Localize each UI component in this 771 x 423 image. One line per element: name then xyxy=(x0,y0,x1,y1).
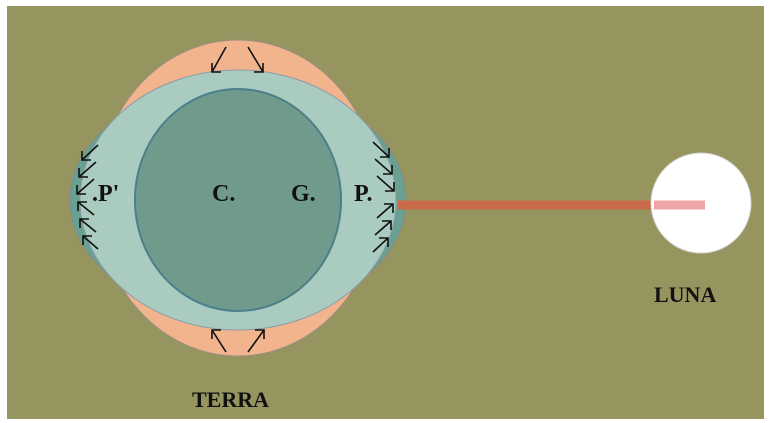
arrow-icon xyxy=(78,161,97,178)
label-earth: TERRA xyxy=(192,387,269,412)
arrow-icon xyxy=(376,203,394,219)
arrow-icon xyxy=(76,178,95,195)
arrow-icon xyxy=(81,144,99,161)
arrow-icon xyxy=(79,218,97,233)
arrow-icon xyxy=(374,220,392,236)
arrow-icon xyxy=(372,141,390,158)
arrow-icon xyxy=(77,201,95,216)
arrow-icon xyxy=(82,235,99,250)
arrow-icon xyxy=(211,46,227,73)
arrow-icon xyxy=(211,329,227,353)
arrow-icon xyxy=(372,237,389,253)
label-c: C. xyxy=(212,181,235,207)
earth-core xyxy=(134,88,342,312)
arrow-icon xyxy=(247,46,264,73)
label-g: G. xyxy=(291,181,316,207)
arrow-icon xyxy=(374,158,393,175)
arrow-icon xyxy=(376,175,395,192)
label-p: P. xyxy=(354,181,372,207)
label-moon: LUNA xyxy=(654,282,716,307)
label-p-prime: .P' xyxy=(92,181,119,207)
arrow-icon xyxy=(247,329,265,353)
